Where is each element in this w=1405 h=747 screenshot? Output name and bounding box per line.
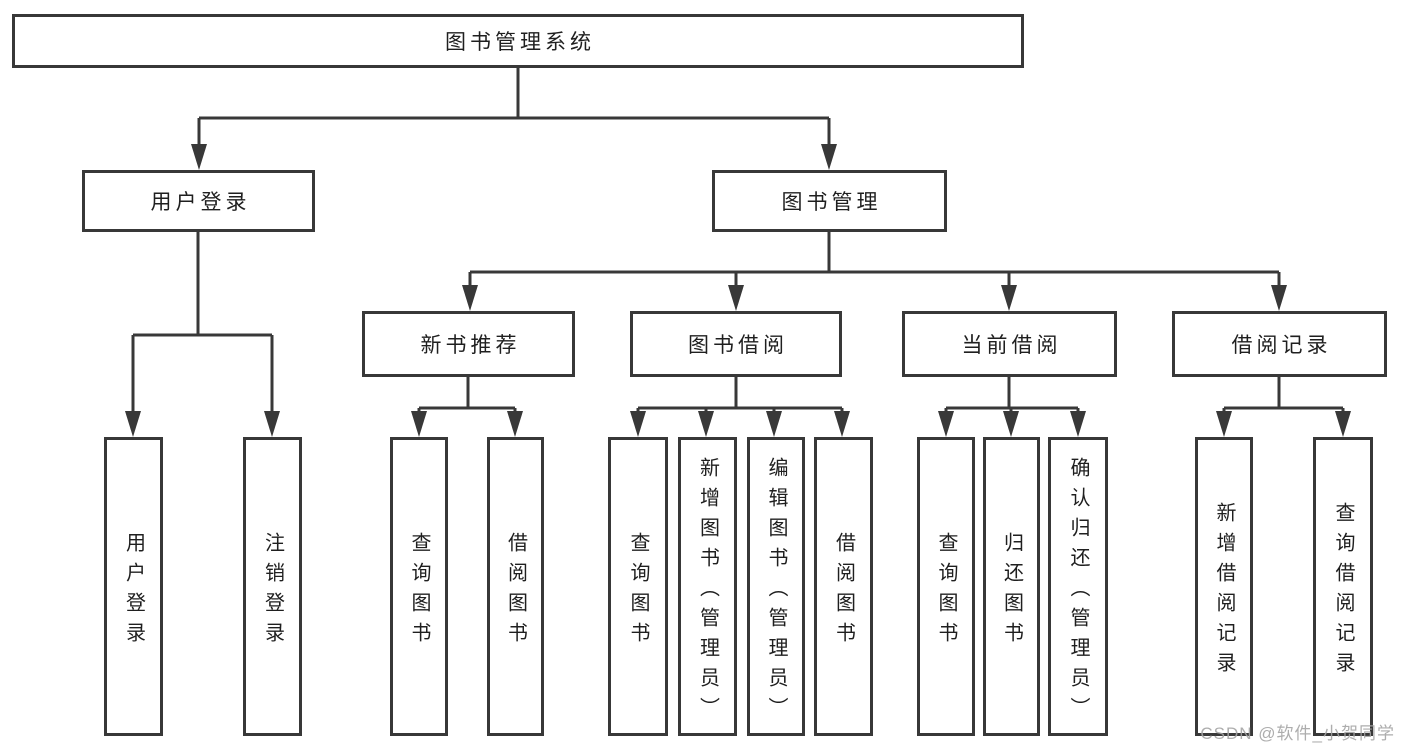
- arrow-down-icon: [821, 144, 837, 170]
- node-library-system: 图书管理系统: [12, 14, 1024, 68]
- node-logout-action: 注销登录: [243, 437, 302, 736]
- node-confirm-return-admin: 确认归还（管理员）: [1048, 437, 1108, 736]
- arrow-down-icon: [125, 411, 141, 437]
- arrow-down-icon: [698, 411, 714, 437]
- arrow-down-icon: [1003, 411, 1019, 437]
- node-book-borrowing: 图书借阅: [630, 311, 842, 377]
- node-query-books-current: 查询图书: [917, 437, 975, 736]
- node-user-login: 用户登录: [82, 170, 315, 232]
- node-new-book-recommendation: 新书推荐: [362, 311, 575, 377]
- node-edit-books-admin: 编辑图书（管理员）: [747, 437, 805, 736]
- node-label: 查询借阅记录: [1332, 501, 1354, 682]
- node-query-books-recommend: 查询图书: [390, 437, 448, 736]
- node-label: 用户登录: [122, 531, 145, 652]
- arrow-down-icon: [938, 411, 954, 437]
- node-label: 归还图书: [1000, 531, 1023, 652]
- node-label: 确认归还（管理员）: [1067, 456, 1089, 727]
- node-label: 查询图书: [935, 531, 957, 652]
- arrow-down-icon: [1001, 285, 1017, 311]
- node-label: 新增借阅记录: [1213, 501, 1235, 682]
- node-borrowing-records: 借阅记录: [1172, 311, 1387, 377]
- node-query-borrow-record: 查询借阅记录: [1313, 437, 1373, 736]
- node-label: 借阅图书: [832, 531, 855, 652]
- arrow-down-icon: [1216, 411, 1232, 437]
- node-user-login-action: 用户登录: [104, 437, 163, 736]
- node-book-management: 图书管理: [712, 170, 947, 232]
- node-borrow-books-borrow: 借阅图书: [814, 437, 873, 736]
- arrow-down-icon: [264, 411, 280, 437]
- node-label: 注销登录: [261, 531, 284, 652]
- arrow-down-icon: [834, 411, 850, 437]
- arrow-down-icon: [1335, 411, 1351, 437]
- node-return-books: 归还图书: [983, 437, 1040, 736]
- arrow-down-icon: [1070, 411, 1086, 437]
- node-label: 编辑图书（管理员）: [765, 456, 787, 727]
- node-current-borrowing: 当前借阅: [902, 311, 1117, 377]
- node-label: 借阅图书: [504, 531, 527, 652]
- arrow-down-icon: [728, 285, 744, 311]
- node-add-borrow-record: 新增借阅记录: [1195, 437, 1253, 736]
- node-query-books-borrow: 查询图书: [608, 437, 668, 736]
- arrow-down-icon: [411, 411, 427, 437]
- arrow-down-icon: [630, 411, 646, 437]
- arrow-down-icon: [462, 285, 478, 311]
- node-borrow-books-recommend: 借阅图书: [487, 437, 544, 736]
- node-add-books-admin: 新增图书（管理员）: [678, 437, 737, 736]
- arrow-down-icon: [191, 144, 207, 170]
- arrow-down-icon: [507, 411, 523, 437]
- node-label: 查询图书: [627, 531, 649, 652]
- node-label: 新增图书（管理员）: [696, 456, 719, 727]
- node-label: 查询图书: [408, 531, 430, 652]
- arrow-down-icon: [1271, 285, 1287, 311]
- arrow-down-icon: [766, 411, 782, 437]
